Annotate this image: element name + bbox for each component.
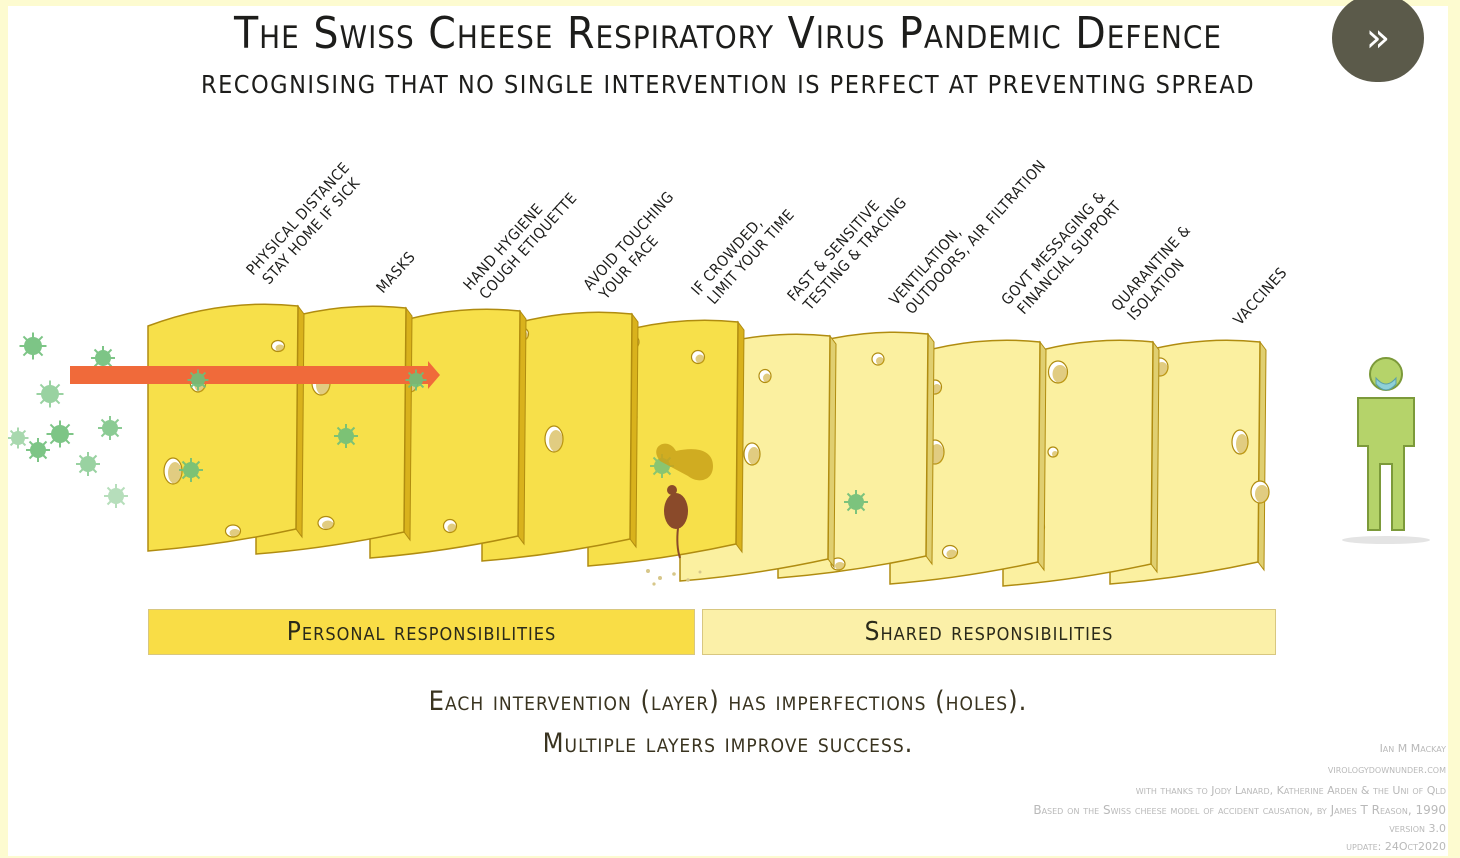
virus-particle <box>8 428 29 449</box>
layer-label: Govt messaging &financial support <box>998 185 1125 321</box>
layer-label: Vaccines <box>1230 264 1291 329</box>
cheese-slice <box>148 304 304 551</box>
virus-particle <box>104 484 128 508</box>
credit-version: version 3.0 <box>1389 822 1446 835</box>
layer-label-line-2: financial support <box>1014 197 1125 318</box>
virus-particle <box>98 416 122 440</box>
caption-line-2: Multiple layers improve success. <box>8 728 1448 759</box>
virus-particle <box>47 421 74 448</box>
caption-line-1: Each intervention (layer) has imperfecti… <box>8 686 1448 717</box>
layer-label-line-1: Physical distance <box>243 159 354 279</box>
credit-site[interactable]: virologydownunder.com <box>1328 763 1446 776</box>
layer-label: If crowded,limit your time <box>688 194 798 311</box>
layer-label: Hand hygienecough etiquette <box>460 177 581 306</box>
virus-particle <box>26 438 50 462</box>
virus-particle <box>406 370 427 391</box>
virus-particle <box>20 333 47 360</box>
layer-label-line-1: Masks <box>373 248 419 297</box>
layer-label: Avoid touchingyour face <box>580 188 691 306</box>
cheese-slices <box>148 304 1269 586</box>
shared-responsibilities-band: Shared responsibilities <box>702 609 1276 655</box>
virus-particle <box>844 490 868 514</box>
credit-author: Ian M Mackay <box>1380 742 1446 755</box>
infographic-frame: The Swiss Cheese Respiratory Virus Pande… <box>8 6 1448 856</box>
credit-update: update: 24Oct2020 <box>1346 840 1446 853</box>
virus-particle <box>188 370 209 391</box>
virus-particle <box>179 458 203 482</box>
layer-label-line-1: Vaccines <box>1230 264 1291 329</box>
virus-particle <box>76 452 100 476</box>
person-icon <box>1342 358 1430 544</box>
layer-label: Masks <box>373 248 419 297</box>
virus-particles <box>8 333 128 509</box>
virus-particle <box>37 381 64 408</box>
credit-thanks: with thanks to Jody Lanard, Katherine Ar… <box>1136 784 1446 797</box>
personal-responsibilities-band: Personal responsibilities <box>148 609 695 655</box>
virus-particle <box>334 424 358 448</box>
layer-label: Physical distancestay home if sick <box>243 159 367 291</box>
layer-label: Quarantine &isolation <box>1108 221 1208 326</box>
credit-based-on: Based on the Swiss cheese model of accid… <box>1033 803 1446 817</box>
